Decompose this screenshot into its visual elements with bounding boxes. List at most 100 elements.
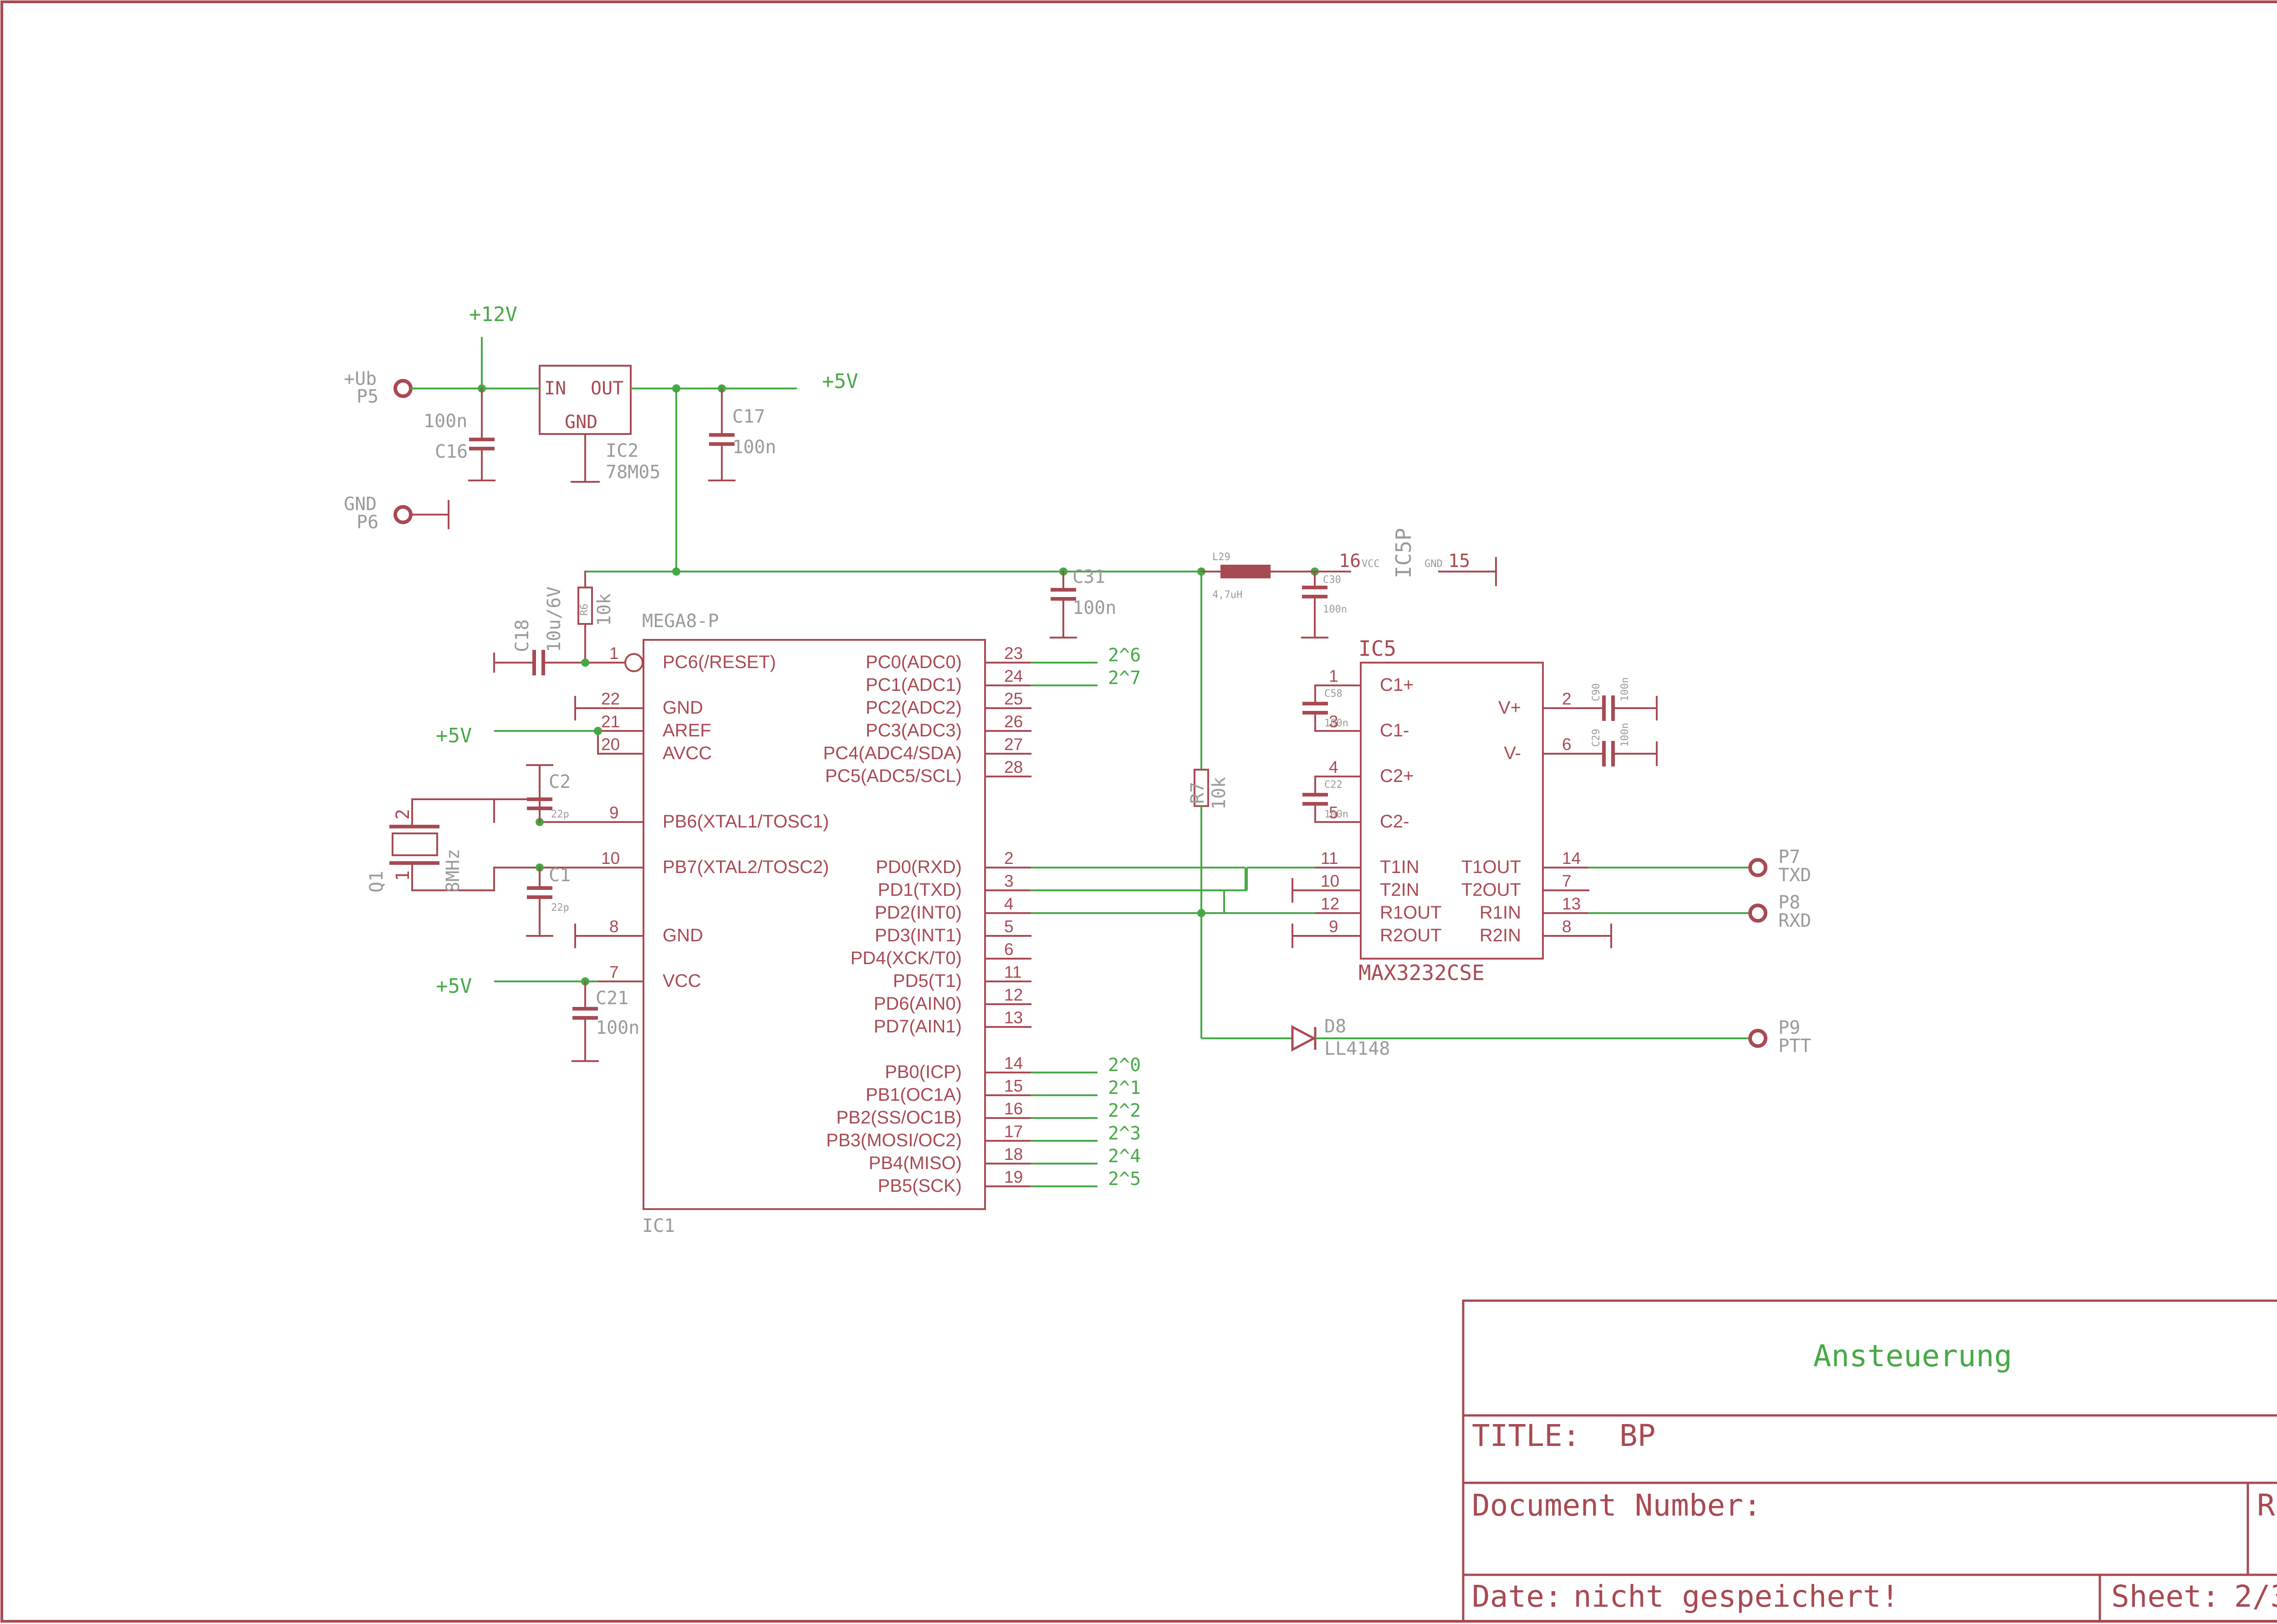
ic2-gnd-label: GND: [565, 412, 597, 433]
net-label: 2^6: [1108, 645, 1141, 666]
ic1-pin-num: 25: [1004, 689, 1023, 708]
sheet-value: 2/3: [2234, 1579, 2277, 1614]
r6-value: 10k: [594, 593, 615, 626]
ic5-pin-label: V+: [1498, 698, 1521, 718]
sheet-header: Ansteuerung: [1813, 1338, 2012, 1374]
ic1-pin-label: AREF: [663, 720, 711, 741]
ic5-pin-label: C2-: [1380, 812, 1409, 832]
p6-name-label: P6: [357, 512, 378, 533]
ic5-pin-num: 1: [1329, 667, 1338, 685]
ic1-pin-num: 4: [1004, 894, 1014, 913]
ic1-pin-num: 21: [601, 712, 620, 731]
ic5p-pin16: 16: [1339, 551, 1361, 572]
ic1-pin-num: 14: [1004, 1054, 1023, 1072]
ic1-pin-label: PC2(ADC2): [866, 698, 962, 718]
ic5-pin-label: C1+: [1380, 675, 1414, 695]
sheet-label: Sheet:: [2111, 1579, 2220, 1614]
net-12v-label: +12V: [469, 303, 517, 326]
pad-p8[interactable]: [1748, 904, 1767, 923]
net-label: 2^7: [1108, 668, 1141, 689]
output-connectors: P7 TXD P8 RXD D8 LL4148 P9 PTT: [1201, 847, 1811, 1059]
net-label: 2^4: [1108, 1146, 1141, 1167]
pad-p9[interactable]: [1748, 1029, 1767, 1048]
p9-signal: PTT: [1778, 1036, 1811, 1057]
ic5-pin-label: C2+: [1380, 766, 1414, 786]
ic1-pin-num: 28: [1004, 758, 1023, 776]
ic1-pin-num: 26: [1004, 712, 1023, 731]
c1-value: 22p: [551, 902, 569, 914]
ic1-pin-label: PD0(RXD): [876, 857, 962, 877]
aref-net-label: +5V: [436, 724, 472, 747]
q1-pin2: 2: [393, 809, 414, 820]
crystal-q1[interactable]: [392, 832, 438, 856]
ic1-pin-num: 15: [1004, 1077, 1023, 1095]
ic5-pin-num: 8: [1562, 917, 1572, 936]
ic5-pin-label: V-: [1504, 743, 1521, 763]
ic1-pin-num: 18: [1004, 1145, 1023, 1164]
ic1-pin-label: PB5(SCK): [878, 1176, 962, 1196]
ic5-pin-label: T2OUT: [1461, 880, 1521, 900]
p8-signal: RXD: [1778, 910, 1811, 931]
diode-d8[interactable]: [1291, 1025, 1317, 1052]
ic1-pin-label: GND: [663, 925, 703, 945]
power-supply: +12V +Ub P5 100n C16 IN OUT GND IC2 78M0…: [344, 303, 1319, 576]
ic1-pin-num: 5: [1004, 917, 1014, 936]
ic5-pin-num: 2: [1562, 689, 1572, 708]
ic1-pin-num: 2: [1004, 849, 1014, 868]
c30-value: 100n: [1323, 604, 1347, 615]
ic1-pin-label: PB7(XTAL2/TOSC2): [663, 857, 829, 877]
ic1-pin-num: 8: [609, 917, 619, 936]
ic1-body[interactable]: [643, 639, 986, 1210]
ic5-body[interactable]: [1360, 662, 1544, 960]
ic1-pin-num: 22: [601, 689, 620, 708]
r7-name: R7: [1187, 782, 1208, 804]
c22-value: 100n: [1324, 809, 1348, 820]
ic1-pin-label: PC4(ADC4/SDA): [823, 743, 962, 763]
ic1-pin-label: PD2(INT0): [875, 903, 962, 923]
c2-value: 22p: [551, 809, 569, 820]
pad-p7[interactable]: [1748, 858, 1767, 877]
c31-value: 100n: [1072, 598, 1116, 618]
pad-p5[interactable]: [393, 379, 413, 398]
c18-name: C18: [512, 619, 533, 652]
ic1-pin-num: 13: [1004, 1008, 1023, 1027]
ic1-pin-num: 11: [1004, 963, 1021, 981]
ic5p-name: IC5P: [1391, 528, 1416, 578]
ic5-pin-num: 11: [1321, 849, 1338, 868]
c22-name: C22: [1324, 779, 1343, 791]
c58-name: C58: [1324, 688, 1343, 700]
c16-name: C16: [435, 441, 468, 462]
ic1-mega8: MEGA8-P IC1 1 22 21 20 9 10 8 7 PC6(/RES…: [436, 611, 1141, 1236]
ic1-pin-label: PB1(OC1A): [866, 1085, 962, 1105]
ic5-pin-label: R1IN: [1480, 903, 1521, 923]
ic5p-vcc-label: VCC: [1362, 558, 1380, 570]
net-label: 2^0: [1108, 1055, 1141, 1076]
ic1-pin-num: 20: [601, 735, 620, 754]
c29-value: 100n: [1619, 723, 1631, 747]
ic1-pin-num: 24: [1004, 667, 1023, 685]
ic1-right-pins: 23 24 25 26 27 28 2 3 4 5 6 11 12 13 14 …: [823, 644, 1141, 1196]
r6-name: R6: [579, 604, 590, 616]
c21-name: C21: [596, 988, 628, 1009]
p5-signal-label: +Ub: [344, 368, 377, 389]
ic1-pin-num: 12: [1004, 986, 1023, 1004]
ic1-pin-label: PB3(MOSI/OC2): [826, 1130, 962, 1150]
ic5-pin-num: 6: [1562, 735, 1572, 754]
ic5-pin-num: 13: [1562, 894, 1581, 913]
p7-name: P7: [1778, 847, 1800, 868]
ic1-pin-label: AVCC: [663, 743, 712, 763]
ic1-pin-label: PD3(INT1): [875, 925, 962, 945]
ic5-pin-label: C1-: [1380, 720, 1409, 741]
ic1-pin-num: 16: [1004, 1099, 1023, 1118]
rev-label: REV:: [2257, 1488, 2277, 1523]
inductor-l29[interactable]: [1220, 565, 1271, 578]
c1-name: C1: [549, 865, 571, 886]
ic1-pin-label: PB6(XTAL1/TOSC1): [663, 812, 829, 832]
pad-p6[interactable]: [393, 505, 413, 524]
l29-value: 4,7uH: [1212, 589, 1242, 601]
q1-pin1: 1: [393, 870, 414, 881]
ic1-pin-label: PD1(TXD): [878, 880, 962, 900]
ic5-name: IC5: [1358, 636, 1396, 661]
net-label: 2^3: [1108, 1123, 1141, 1144]
ic5-pin-num: 9: [1329, 917, 1338, 936]
